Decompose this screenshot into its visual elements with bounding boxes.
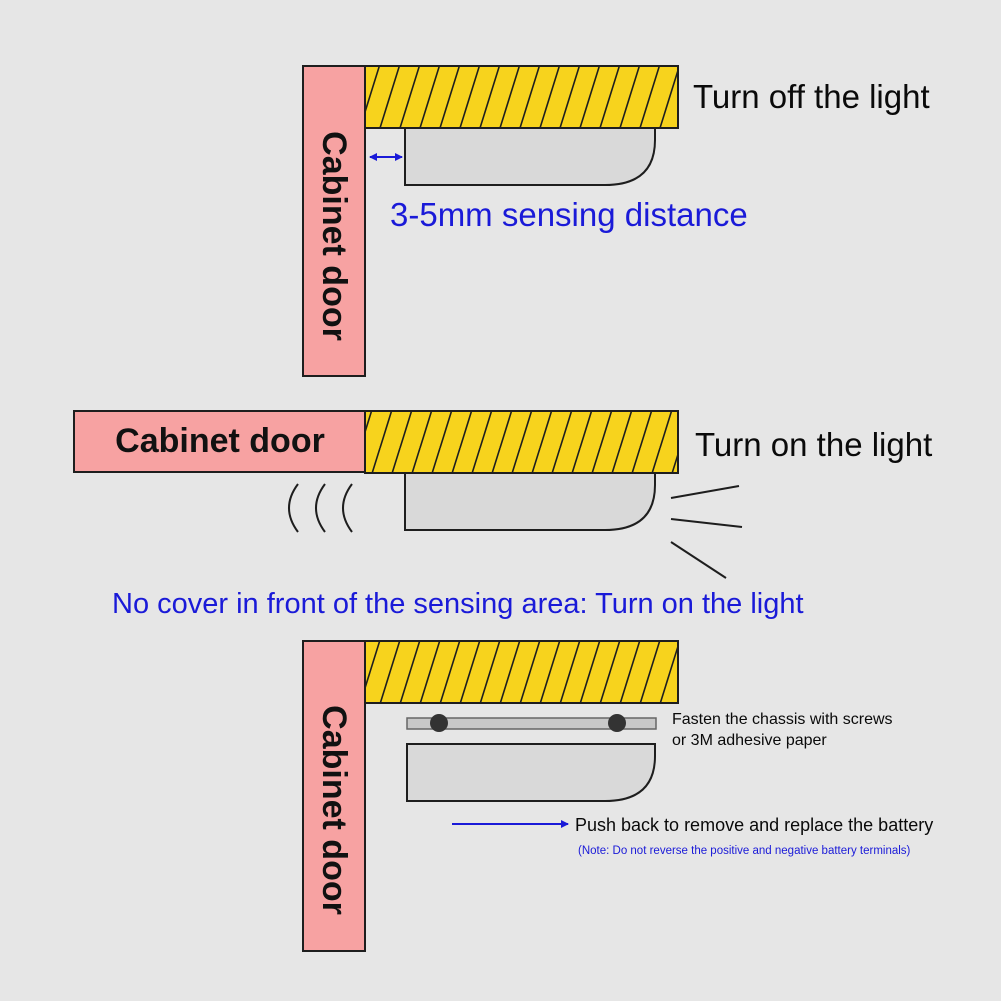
panel-installation: Cabinet door Fasten the chassis with scr…	[302, 640, 933, 952]
sensing-distance-label: 3-5mm sensing distance	[390, 196, 748, 233]
screw-icon	[430, 714, 448, 732]
cabinet-door-label: Cabinet door	[315, 131, 353, 341]
light-status-label: Turn off the light	[693, 78, 930, 115]
cabinet-shelf	[364, 640, 679, 704]
cabinet-door-vertical	[302, 65, 366, 377]
panel-closed-door: Cabinet door Turn off the light 3-5mm se…	[302, 65, 930, 377]
push-back-label: Push back to remove and replace the batt…	[575, 815, 933, 835]
light-body	[404, 472, 656, 531]
sensing-wave-icon	[288, 483, 353, 533]
cabinet-shelf	[364, 65, 679, 129]
chassis-plate	[406, 717, 657, 730]
light-body	[406, 743, 656, 802]
light-body	[404, 127, 656, 186]
panel-open-door: Cabinet door Turn on the light No cover …	[73, 410, 932, 620]
cabinet-door-label: Cabinet door	[315, 705, 353, 915]
light-rays-icon	[670, 485, 743, 579]
battery-note: (Note: Do not reverse the positive and n…	[578, 845, 911, 857]
sensing-caption: No cover in front of the sensing area: T…	[112, 588, 804, 620]
fasten-label-line1: Fasten the chassis with screws	[672, 711, 893, 728]
cabinet-door-label: Cabinet door	[115, 422, 325, 460]
cabinet-door-horizontal	[73, 410, 366, 473]
light-status-label: Turn on the light	[695, 426, 932, 463]
cabinet-shelf	[364, 410, 679, 474]
cabinet-door-vertical	[302, 640, 366, 952]
fasten-label-line2: or 3M adhesive paper	[672, 732, 827, 749]
screw-icon	[608, 714, 626, 732]
